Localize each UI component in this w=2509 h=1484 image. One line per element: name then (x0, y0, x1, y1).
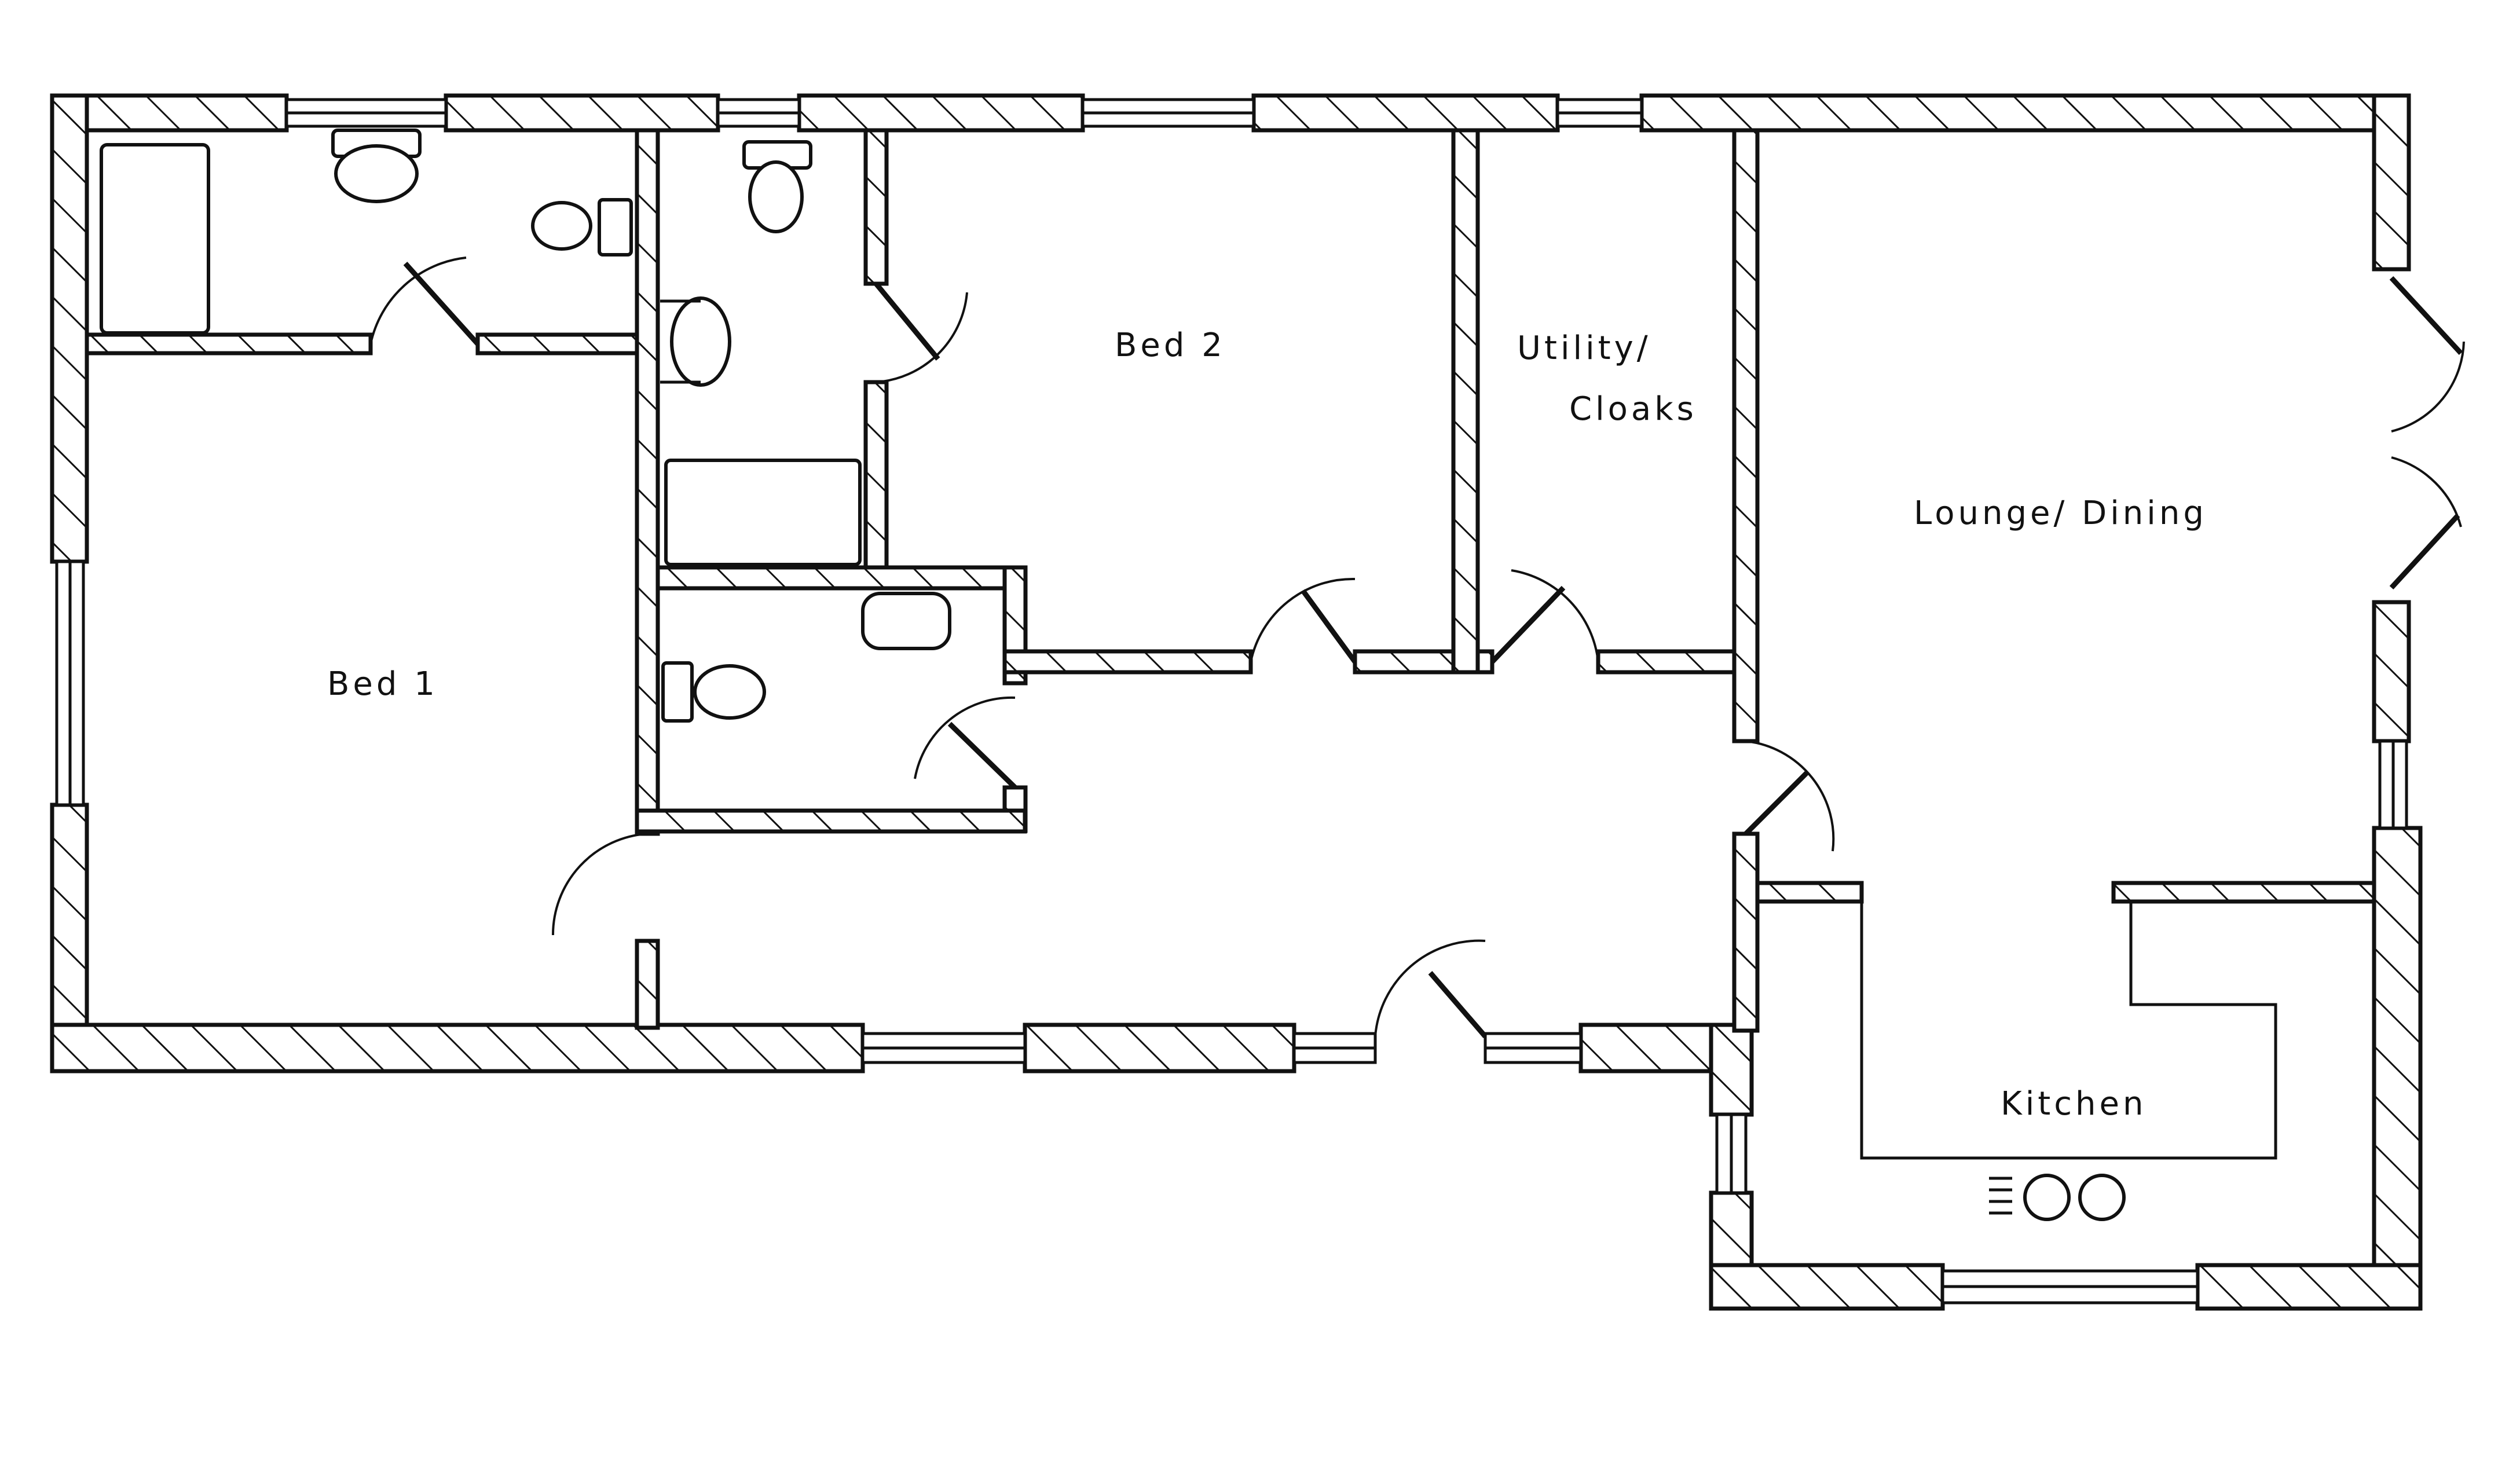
bath-toilet (748, 160, 804, 233)
hob-ring-2 (2078, 1174, 2126, 1221)
wall-wc-bottom (635, 808, 1027, 834)
wall-top-3 (797, 93, 1085, 133)
toilet-ensuite-1 (334, 144, 419, 203)
wall-kitchen-top-b (2111, 881, 2376, 904)
wc-basin (661, 661, 694, 723)
wall-bath-bottom (655, 565, 1022, 591)
wall-top-4 (1251, 93, 1560, 133)
wall-top-5 (1639, 93, 2411, 133)
bath-basin (670, 296, 731, 387)
room-label-bed2: Bed 2 (1115, 327, 1226, 364)
wc-toilet-cistern (861, 592, 951, 650)
wall-right-low (2372, 826, 2423, 1311)
wall-bed1-right-low (635, 939, 660, 1030)
room-label-utility-line1: Utility/ (1517, 329, 1651, 367)
wall-bed1-right (635, 128, 660, 836)
external-walls (50, 93, 2423, 1311)
wall-top-2 (444, 93, 720, 133)
internal-walls (85, 128, 2376, 1033)
room-label-utility-line2: Cloaks (1569, 390, 1697, 428)
wall-right-top (2372, 93, 2411, 272)
wall-bath-right-a (863, 128, 889, 286)
wall-ensuite-bottom-a (85, 332, 373, 356)
fixtures (100, 129, 2277, 1221)
wall-bed2-right (1451, 128, 1480, 675)
bath-main (664, 459, 862, 566)
doors (369, 257, 2465, 1038)
wall-bottom-2 (1023, 1023, 1296, 1073)
room-label-lounge: Lounge/ Dining (1914, 494, 2207, 532)
room-labels: Bed 1 Bed 2 Utility/ Cloaks Lounge/ Dini… (327, 327, 2207, 1123)
wall-ensuite-bottom-b (475, 332, 657, 356)
wall-utility-right (1732, 128, 1760, 743)
hob-ring-1 (2023, 1174, 2071, 1221)
wall-hall-right (1732, 831, 1760, 1033)
wall-left-upper (50, 93, 89, 564)
wall-bottom-1 (50, 1023, 865, 1073)
wall-bath-right-b (863, 380, 889, 576)
bath-ensuite (100, 143, 210, 335)
basin-ensuite (598, 198, 633, 257)
wc-toilet (693, 664, 766, 720)
room-label-bed1: Bed 1 (327, 665, 438, 703)
wall-bed2-bottom-a (1002, 649, 1253, 675)
wall-kitchen-bottom-a (1709, 1263, 1945, 1311)
room-label-kitchen: Kitchen (2001, 1085, 2147, 1123)
wall-kitchen-bottom-b (2195, 1263, 2423, 1311)
wall-right-mid (2372, 600, 2411, 743)
wall-kitchen-top-a (1755, 881, 1864, 904)
kitchen-units (1860, 902, 2277, 1160)
wall-utility-bottom-a (1475, 649, 1495, 675)
windows (55, 98, 2408, 1305)
wall-kitchen-left-a (1709, 1023, 1754, 1117)
toilet-ensuite-2 (531, 201, 592, 251)
door-ensuite (403, 261, 480, 346)
